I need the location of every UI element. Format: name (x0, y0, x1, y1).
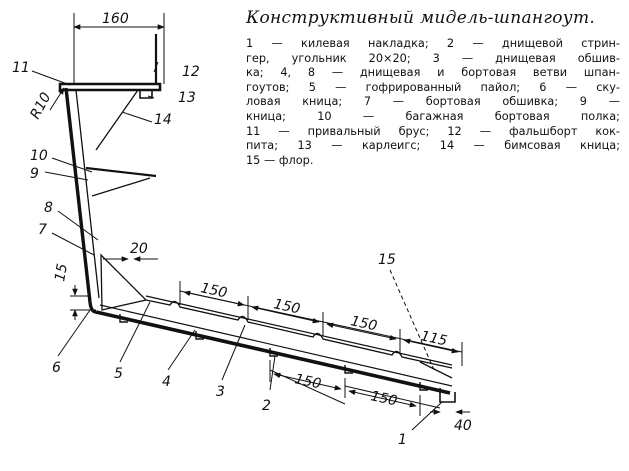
legend-line: ка; 4, 8 — днищевая и бортовая ветви шпа… (246, 66, 620, 80)
legend-line: гоутов; 5 — гофрированный пайол; 6 — ску… (246, 80, 620, 94)
callout-numbers: 11 12 13 14 10 9 8 7 6 5 4 3 2 15 1 (12, 60, 407, 448)
figure-title: Конструктивный мидель-шпангоут. (246, 8, 596, 28)
dim-160: 160 (102, 11, 129, 27)
callout-2: 2 (262, 398, 271, 414)
legend-line: 15 — флор. (246, 153, 314, 167)
bottom-stringers (119, 314, 428, 391)
dim-150-b: 150 (272, 296, 302, 317)
figure-legend: 1 — килевая накладка; 2 — днищевой стрин… (246, 37, 620, 168)
dim-r10: R10 (27, 90, 54, 122)
legend-line: ловая кница; 7 — бортовая обшивка; 9 — (246, 95, 620, 109)
sheer-clamp (58, 82, 162, 92)
dim-40: 40 (454, 418, 472, 434)
dim-20: 20 (130, 241, 148, 257)
shelf-knee (91, 177, 151, 197)
callout-1: 1 (398, 432, 407, 448)
dimension-labels: 160 R10 20 15 150 150 150 115 150 150 40 (27, 11, 472, 434)
callout-9: 9 (30, 166, 39, 182)
hull-section (58, 34, 456, 403)
callout-15: 15 (378, 252, 396, 268)
floor-plate (419, 361, 453, 379)
callout-14: 14 (154, 112, 172, 128)
dim-15-chine: 15 (52, 262, 71, 282)
dim-150-e: 150 (369, 388, 399, 409)
callout-5: 5 (114, 366, 123, 382)
legend-line: 11 — привальный брус; 12 — фальшборт кок… (246, 124, 620, 138)
callout-11: 11 (12, 60, 30, 76)
carlin (139, 90, 153, 99)
luggage-shelf (85, 166, 157, 178)
dimension-lines (49, 13, 470, 416)
callout-4: 4 (162, 374, 171, 390)
legend-line: 1 — килевая накладка; 2 — днищевой стрин… (246, 37, 620, 50)
bottom-shell-inner (99, 304, 453, 387)
callout-7: 7 (38, 222, 47, 238)
chine-knee (100, 253, 148, 311)
side-shell (64, 87, 92, 303)
bottom-frame-branch (145, 295, 453, 366)
callout-12: 12 (182, 64, 200, 80)
dim-150-c: 150 (349, 313, 379, 334)
beam-knee (88, 89, 140, 151)
legend-line: пита; 13 — карлеигс; 14 — бимсовая кница… (246, 139, 620, 153)
dim-150-d: 150 (293, 371, 323, 392)
callout-3: 3 (216, 384, 225, 400)
legend-line: гер, угольник 20×20; 3 — днищевая обшив- (246, 51, 620, 65)
dim-150-a: 150 (199, 280, 229, 301)
callout-13: 13 (178, 90, 196, 106)
side-frame-branch (75, 89, 100, 299)
callout-6: 6 (52, 360, 61, 376)
keel-batten (439, 388, 456, 403)
bottom-shell (95, 310, 451, 395)
callout-leaders (31, 61, 443, 431)
legend-line: кница; 10 — багажная бортовая полка; (246, 109, 620, 123)
callout-8: 8 (44, 200, 53, 216)
callout-10: 10 (30, 148, 48, 164)
dim-115: 115 (419, 328, 449, 349)
